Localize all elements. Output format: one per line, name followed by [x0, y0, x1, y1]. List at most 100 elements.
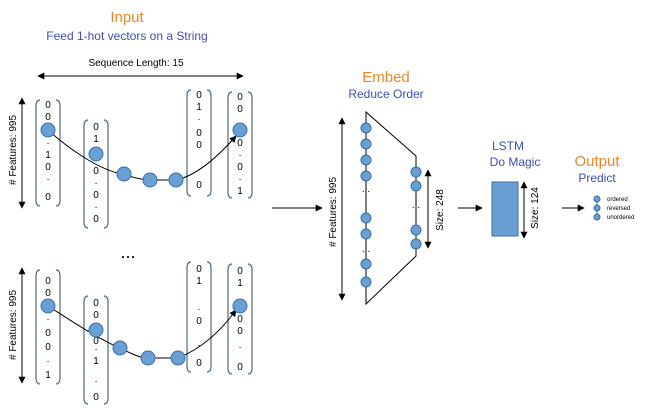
- svg-text:·: ·: [46, 356, 49, 367]
- svg-text:·: ·: [46, 138, 49, 149]
- svg-text:0: 0: [237, 314, 243, 325]
- bottom-node-3: [112, 340, 128, 356]
- svg-text:0: 0: [93, 310, 99, 321]
- svg-text:0: 0: [45, 328, 51, 339]
- svg-text:0: 0: [237, 138, 243, 149]
- svg-text:·: ·: [46, 174, 49, 185]
- svg-text:0: 0: [237, 104, 243, 115]
- svg-text:0: 0: [237, 326, 243, 337]
- bottom-vector-4-digits: 0 1 0 0 · 0: [237, 266, 243, 373]
- svg-text:·: ·: [238, 150, 241, 161]
- top-sequence-nodes: [40, 122, 248, 188]
- output-legend: ordered reversed unordered: [593, 195, 634, 221]
- top-vector-1: [35, 99, 61, 207]
- top-node-4: [142, 172, 158, 188]
- lstm-title: LSTM: [492, 139, 524, 153]
- bottom-node-5: [170, 350, 186, 366]
- svg-text:·: ·: [94, 344, 97, 355]
- svg-text:0: 0: [45, 192, 51, 203]
- top-node-3: [116, 166, 132, 182]
- svg-text:0: 0: [45, 112, 51, 123]
- lstm-block: [491, 181, 519, 237]
- svg-text:0: 0: [237, 92, 243, 103]
- svg-text:1: 1: [45, 370, 51, 381]
- svg-text:1: 1: [237, 186, 243, 197]
- svg-text:·: ·: [94, 376, 97, 387]
- lstm-subtitle: Do Magic: [490, 155, 541, 169]
- svg-text:1: 1: [237, 278, 243, 289]
- bottom-node-4: [140, 350, 156, 366]
- output-subtitle: Predict: [578, 171, 616, 185]
- svg-text:1: 1: [196, 102, 202, 113]
- bottom-node-1: [40, 298, 56, 314]
- bottom-node-2: [88, 322, 104, 338]
- svg-text:·: ·: [197, 114, 200, 125]
- bottom-vector-3: [186, 261, 212, 373]
- embed-input-ellipsis-2: ...: [362, 244, 370, 255]
- top-node-2: [88, 146, 104, 162]
- svg-text:0: 0: [45, 288, 51, 299]
- embed-input-nodes: [360, 122, 372, 288]
- top-features-label: # Features: 995: [8, 115, 19, 185]
- svg-text:0: 0: [93, 166, 99, 177]
- top-node-6: [232, 122, 248, 138]
- embed-output-nodes: [410, 166, 422, 250]
- bottom-sequence-curve: [47, 305, 237, 359]
- svg-text:0: 0: [93, 122, 99, 133]
- svg-text:1: 1: [196, 276, 202, 287]
- sequence-length-label: Sequence Length: 15: [88, 58, 184, 69]
- svg-text:0: 0: [45, 276, 51, 287]
- svg-text:0: 0: [196, 90, 202, 101]
- embed-size-label: Size: 248: [435, 189, 446, 231]
- output-node-reversed: [593, 204, 601, 212]
- top-node-1: [40, 122, 56, 138]
- svg-text:0: 0: [237, 362, 243, 373]
- output-node-ordered: [593, 195, 601, 203]
- output-label-ordered: ordered: [607, 197, 628, 203]
- embed-input-ellipsis-1: ...: [362, 184, 370, 195]
- svg-text:1: 1: [93, 134, 99, 145]
- svg-text:0: 0: [196, 358, 202, 369]
- output-node-unordered: [593, 213, 601, 221]
- embed-trapezoid: [365, 110, 417, 306]
- svg-text:·: ·: [197, 340, 200, 351]
- output-title: Output: [574, 153, 620, 170]
- rows-ellipsis: ...: [120, 242, 135, 262]
- svg-text:0: 0: [93, 190, 99, 201]
- top-sequence-curve: [47, 129, 237, 181]
- embed-output-ellipsis: ...: [412, 200, 420, 211]
- svg-text:·: ·: [94, 178, 97, 189]
- svg-text:0: 0: [93, 336, 99, 347]
- top-vector-2-digits: 0 1 0 · 0 · 0: [93, 122, 99, 225]
- embed-features-label: # Features: 995: [328, 177, 339, 247]
- top-node-5: [168, 172, 184, 188]
- svg-text:0: 0: [93, 392, 99, 403]
- svg-text:·: ·: [238, 342, 241, 353]
- input-title: Input: [110, 9, 144, 26]
- bottom-vector-3-digits: 0 1 · 0 · 0: [196, 264, 202, 369]
- svg-text:1: 1: [93, 356, 99, 367]
- bottom-vector-2: [83, 295, 109, 405]
- svg-text:0: 0: [196, 180, 202, 191]
- svg-text:0: 0: [196, 140, 202, 151]
- svg-text:0: 0: [196, 264, 202, 275]
- embed-subtitle: Reduce Order: [348, 87, 423, 101]
- svg-text:·: ·: [46, 314, 49, 325]
- bottom-features-label: # Features: 995: [8, 290, 19, 360]
- svg-text:0: 0: [45, 100, 51, 111]
- input-subtitle: Feed 1-hot vectors on a String: [46, 29, 207, 43]
- svg-text:0: 0: [45, 162, 51, 173]
- output-label-unordered: unordered: [607, 215, 634, 221]
- embed-title: Embed: [362, 69, 410, 86]
- svg-text:0: 0: [196, 128, 202, 139]
- svg-text:0: 0: [237, 266, 243, 277]
- svg-text:0: 0: [93, 298, 99, 309]
- top-vector-3: [186, 89, 212, 197]
- svg-text:0: 0: [45, 342, 51, 353]
- top-vector-4-digits: 0 0 0 · 0 · 1: [237, 92, 243, 197]
- svg-text:·: ·: [197, 304, 200, 315]
- bottom-node-6: [232, 298, 248, 314]
- svg-text:0: 0: [237, 162, 243, 173]
- bottom-vector-1-digits: 0 0 · 0 0 · 1: [45, 276, 51, 381]
